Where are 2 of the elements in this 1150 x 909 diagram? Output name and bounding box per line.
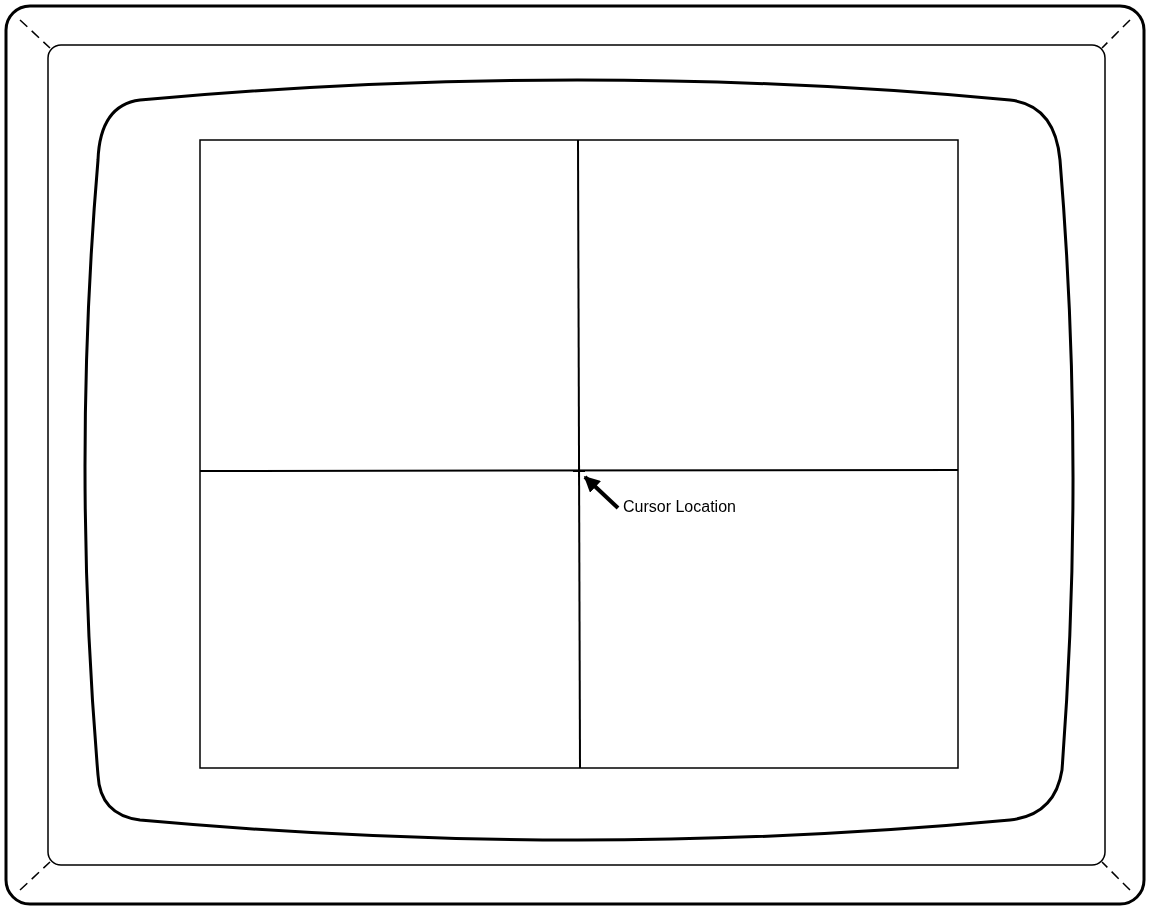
callout-label: Cursor Location [623, 497, 736, 517]
leader-arrow [583, 475, 620, 510]
